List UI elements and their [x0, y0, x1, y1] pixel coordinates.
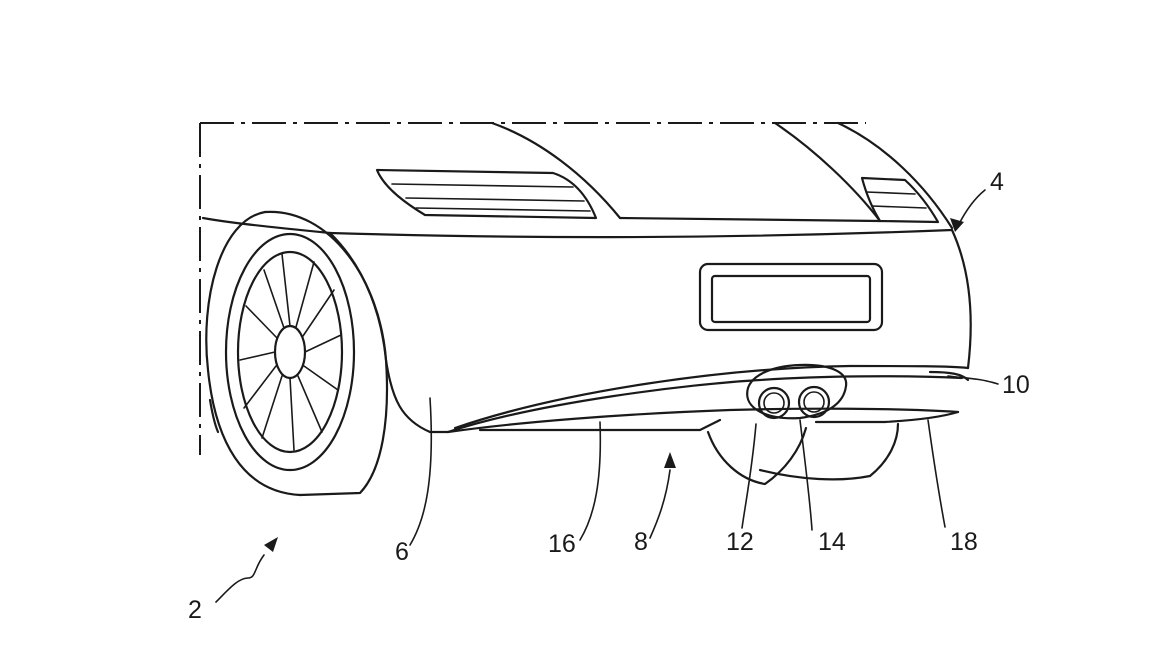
- leader-16: [579, 421, 602, 541]
- diffuser-right-underside: [814, 410, 960, 424]
- shoulder-line: [328, 228, 954, 239]
- left-vent-slat-2: [405, 197, 585, 202]
- tailpipe-left-outer: [757, 386, 791, 420]
- arrowhead-8: [664, 452, 676, 468]
- car-body: [201, 121, 972, 434]
- label-rear-end: 4: [990, 168, 1004, 196]
- diffuser-lower-lip: [446, 407, 960, 434]
- rear-window-left-edge: [490, 121, 622, 220]
- leader-lines: [215, 189, 999, 603]
- license-plate: [698, 262, 884, 332]
- license-plate-recess: [698, 262, 884, 332]
- rear-window-bottom-edge: [618, 216, 882, 223]
- rear-right-contour: [950, 228, 972, 370]
- left-vent-slat-1: [391, 183, 574, 188]
- right-vent: [860, 176, 940, 224]
- label-diffuser-left: 16: [548, 530, 576, 558]
- label-vehicle: 2: [188, 596, 202, 624]
- body-left-lower: [208, 398, 220, 434]
- diffuser-left-underside: [478, 418, 722, 432]
- leader-8: [649, 469, 671, 539]
- license-plate-panel: [710, 274, 872, 324]
- diffuser: [446, 363, 970, 486]
- label-rear-apron-side: 6: [395, 538, 409, 566]
- left-vent: [375, 168, 598, 220]
- leader-12: [741, 423, 757, 529]
- tailpipe-right-outer: [797, 385, 831, 419]
- wheel-spokes: [239, 253, 342, 451]
- label-diffuser-right: 18: [950, 528, 978, 556]
- wheel-rim-inner: [236, 250, 344, 454]
- leader-6: [409, 397, 433, 546]
- tailpipe-right-inner: [803, 391, 825, 413]
- rear-wheel-right-lower: [706, 426, 808, 486]
- leader-10: [947, 375, 999, 385]
- wheel-hub: [273, 324, 307, 380]
- leader-18: [927, 419, 946, 528]
- exhaust-surround: [746, 363, 848, 420]
- right-vent-slat-2: [871, 205, 927, 209]
- tire-outer-arc: [263, 210, 389, 497]
- wheel-rim-outer: [224, 232, 356, 472]
- leader-14: [799, 419, 813, 531]
- right-vent-outline: [860, 176, 940, 224]
- label-diffuser-assembly: 8: [634, 528, 648, 556]
- left-vent-outline: [375, 168, 598, 220]
- label-rear-apron-lower-edge: 10: [1002, 371, 1030, 399]
- left-vent-slat-3: [415, 207, 591, 212]
- tire-outer-left: [205, 210, 302, 497]
- label-tailpipe-right: 14: [818, 528, 846, 556]
- rear-window-right-edge: [773, 121, 882, 223]
- body-left-edge: [201, 216, 332, 235]
- arrowhead-4: [950, 218, 964, 232]
- tailpipe-left-inner: [763, 392, 785, 414]
- leader-2: [215, 554, 265, 603]
- leader-4: [957, 189, 986, 227]
- rear-wheel-right-tire: [758, 422, 900, 481]
- label-tailpipe-left: 12: [726, 528, 754, 556]
- fender-contour: [328, 231, 432, 434]
- arrowhead-2: [264, 537, 278, 552]
- right-vent-slat-1: [865, 191, 916, 195]
- reference-numerals: 2 4 6 8 10 12 14 16 18: [188, 168, 1030, 624]
- reference-lines: [199, 122, 866, 455]
- roof-right-contour: [836, 121, 954, 230]
- left-wheel: [205, 210, 389, 497]
